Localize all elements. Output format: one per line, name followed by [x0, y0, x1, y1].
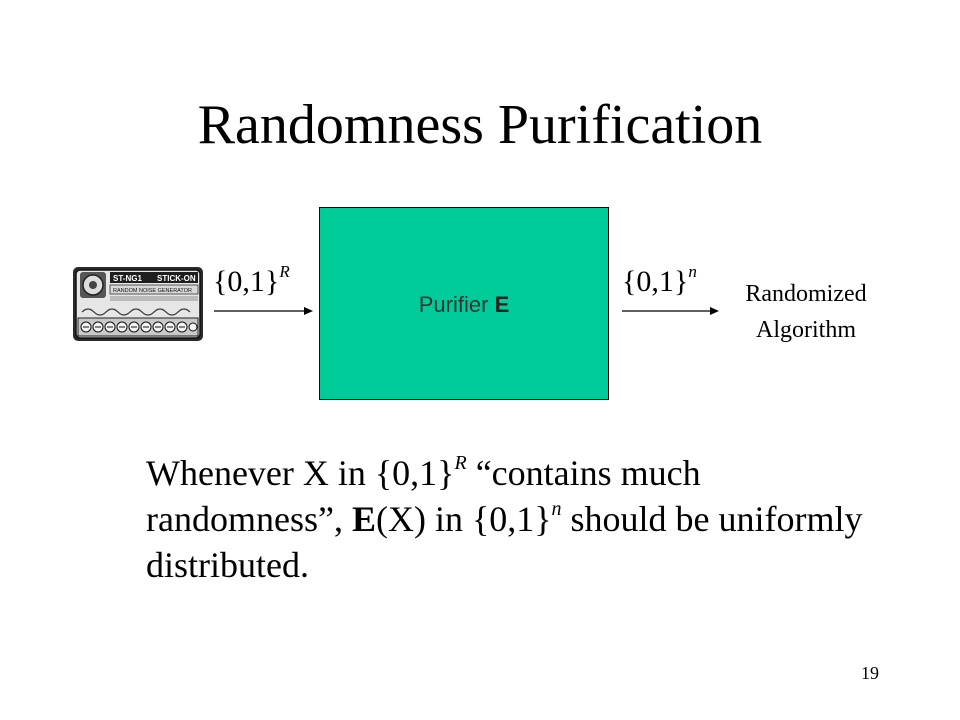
randomized-algorithm-label: Randomized Algorithm [720, 276, 892, 348]
noise-generator-image: ST-NG1 STICK-ON RANDOM NOISE GENERATOR [73, 267, 203, 341]
algorithm-line-1: Randomized [745, 281, 867, 307]
device-label-model: ST-NG1 [113, 274, 142, 283]
algorithm-line-2: Algorithm [756, 317, 856, 343]
slide-title: Randomness Purification [197, 94, 763, 156]
purifier-box: Purifier E [319, 207, 609, 400]
input-arrow [214, 307, 313, 315]
purifier-symbol: E [494, 292, 510, 317]
device-label-type: STICK-ON [157, 274, 196, 283]
input-set-label: {0,1}R [213, 262, 290, 298]
device-label-name: RANDOM NOISE GENERATOR [113, 288, 192, 294]
statement-exponent-2: n [551, 498, 562, 520]
statement-function: E [351, 499, 376, 539]
output-arrow [622, 307, 719, 315]
input-exponent: R [279, 262, 290, 281]
statement-exponent-1: R [454, 452, 467, 474]
output-set-label: {0,1}n [622, 262, 697, 298]
statement-text: Whenever X in {0,1}R “contains much rand… [146, 452, 863, 585]
purifier-label: Purifier E [418, 292, 510, 317]
output-exponent: n [688, 262, 697, 281]
page-number: 19 [861, 663, 879, 683]
